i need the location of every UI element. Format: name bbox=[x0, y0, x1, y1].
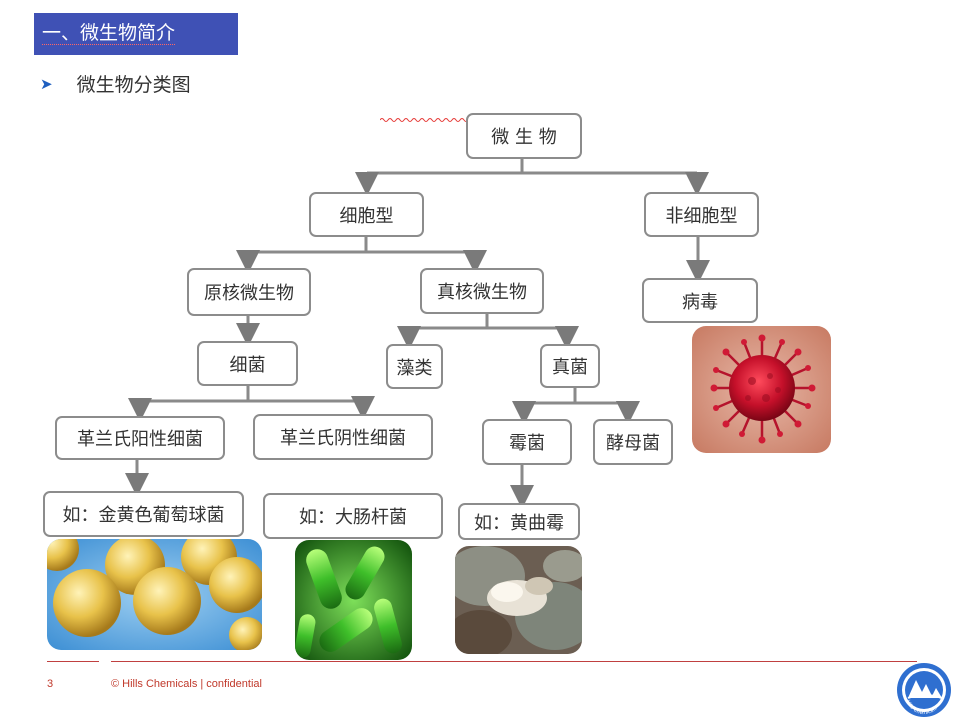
node-algae: 藻类 bbox=[386, 344, 443, 389]
node-mold: 霉菌 bbox=[482, 419, 572, 465]
node-example-aspergillus: 如：黄曲霉 bbox=[458, 503, 580, 540]
slide-title: 一、微生物简介 bbox=[42, 22, 176, 45]
footer-line-left bbox=[47, 661, 99, 662]
bullet-text: 微生物分类图 bbox=[76, 74, 191, 96]
page-number: 3 bbox=[47, 678, 54, 690]
node-virus: 病毒 bbox=[642, 278, 758, 323]
copyright-text: © Hills Chemicals | confidential bbox=[111, 678, 262, 690]
node-prokaryote-label: 原核微生物 bbox=[204, 283, 294, 304]
node-microorganism-label: 微 生 物 bbox=[491, 127, 557, 148]
arrow-bullet-icon: ➤ bbox=[40, 74, 53, 93]
node-example-ecoli-label: 如：大肠杆菌 bbox=[299, 507, 407, 528]
slide-title-bar: 一、微生物简介 bbox=[34, 13, 238, 55]
node-example-aspergillus-label: 如：黄曲霉 bbox=[474, 512, 564, 534]
aspergillus-image bbox=[455, 546, 582, 654]
node-yeast: 酵母菌 bbox=[593, 419, 673, 465]
node-yeast-label: 酵母菌 bbox=[606, 433, 660, 454]
node-example-staphylococcus: 如：金黄色葡萄球菌 bbox=[43, 491, 244, 537]
node-example-ecoli: 如：大肠杆菌 bbox=[263, 493, 443, 539]
node-cellular-label: 细胞型 bbox=[339, 205, 394, 227]
node-gram-positive: 革兰氏阳性细菌 bbox=[55, 416, 225, 460]
node-microorganism: 微 生 物 bbox=[466, 113, 582, 159]
node-gram-negative: 革兰氏阴性细菌 bbox=[253, 414, 433, 460]
node-bacteria: 细菌 bbox=[197, 341, 298, 386]
hills-chemicals-logo: Hills Chemicals bbox=[897, 663, 951, 717]
ecoli-image bbox=[295, 540, 412, 660]
footer-line bbox=[111, 661, 917, 662]
node-fungi-label: 真菌 bbox=[552, 357, 588, 378]
node-cellular: 细胞型 bbox=[309, 192, 424, 237]
node-eukaryote: 真核微生物 bbox=[420, 268, 544, 314]
node-gram-negative-label: 革兰氏阴性细菌 bbox=[280, 428, 406, 449]
node-prokaryote: 原核微生物 bbox=[187, 268, 311, 316]
bullet-item: ➤ 微生物分类图 bbox=[40, 70, 191, 97]
virus-image bbox=[692, 326, 831, 453]
node-mold-label: 霉菌 bbox=[509, 433, 545, 454]
node-gram-positive-label: 革兰氏阳性细菌 bbox=[77, 429, 203, 450]
node-noncellular-label: 非细胞型 bbox=[665, 205, 738, 227]
node-eukaryote-label: 真核微生物 bbox=[437, 282, 527, 303]
node-bacteria-label: 细菌 bbox=[229, 354, 266, 376]
node-example-staphylococcus-label: 如：金黄色葡萄球菌 bbox=[62, 505, 225, 526]
node-noncellular: 非细胞型 bbox=[644, 192, 759, 237]
node-virus-label: 病毒 bbox=[682, 291, 718, 313]
staphylococcus-image bbox=[47, 539, 262, 650]
node-fungi: 真菌 bbox=[540, 344, 600, 388]
node-algae-label: 藻类 bbox=[396, 357, 433, 379]
